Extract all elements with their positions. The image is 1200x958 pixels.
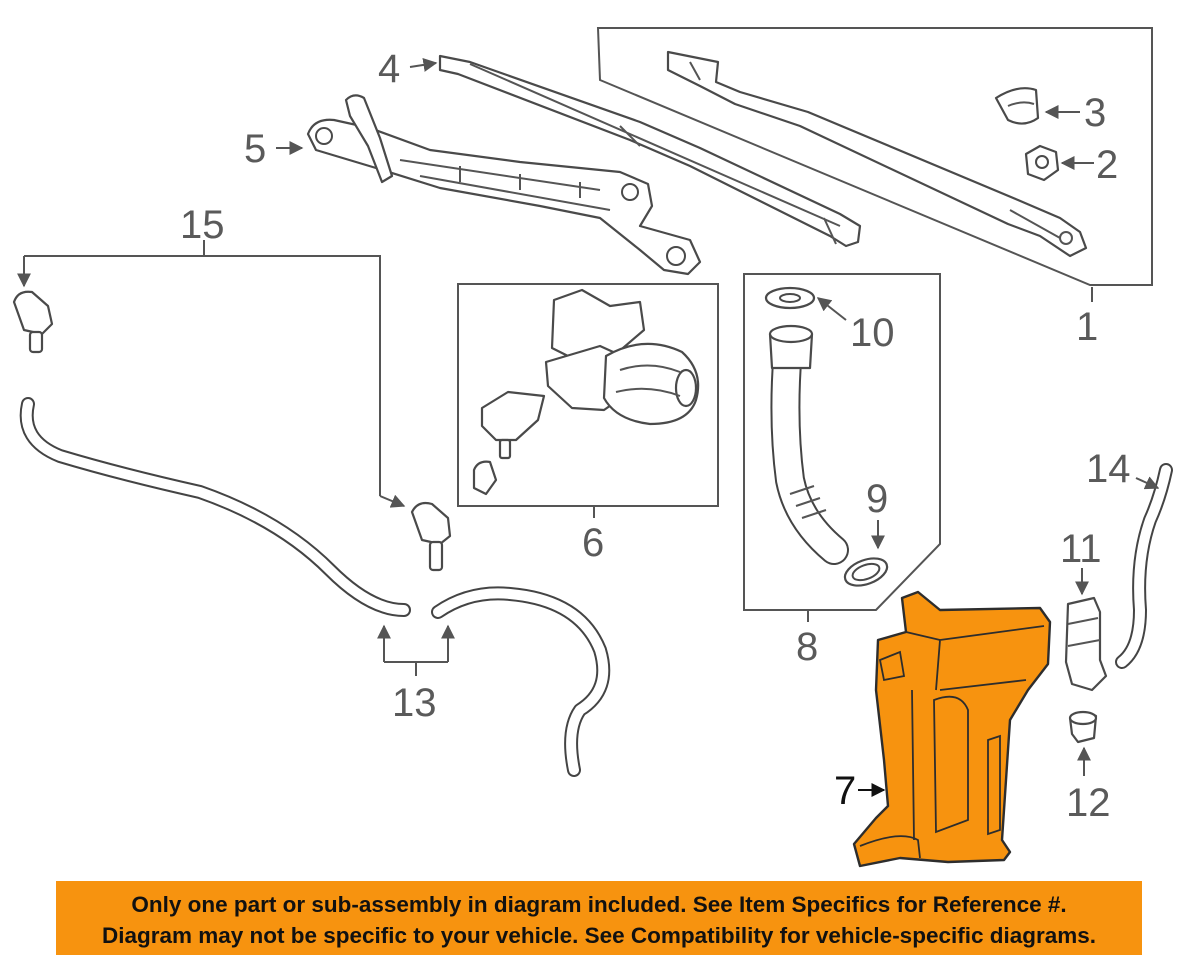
callout-12: 12 [1066, 781, 1111, 825]
motor-bracket-part [550, 288, 646, 364]
reservoir-detail-1 [905, 625, 1045, 841]
cap-seal-inner [779, 293, 801, 303]
reservoir-detail-2 [859, 650, 1001, 859]
nozzle-left-stem [28, 330, 44, 354]
callout-5: 5 [244, 127, 266, 171]
wiper-motor-group [457, 283, 719, 518]
washer-reservoir-part [852, 590, 1052, 868]
callout-13: 13 [392, 681, 437, 725]
nut-hole [1035, 155, 1049, 169]
linkage-frame-part [306, 118, 702, 276]
washer-pump-part [1064, 596, 1108, 692]
wiper-blade-group [409, 54, 862, 248]
callout-4: 4 [378, 47, 400, 91]
linkage-pivot-1 [315, 127, 333, 145]
disclaimer-line-2: Diagram may not be specific to your vehi… [101, 923, 1097, 948]
grommet-12-top [1068, 710, 1098, 726]
wiper-cap-detail [1007, 101, 1035, 107]
leader-14 [1135, 476, 1160, 490]
washer-hose-group [19, 397, 611, 777]
grommet-12-group [1068, 710, 1098, 776]
motor-detail [615, 364, 681, 397]
nozzle-right-part [410, 501, 452, 546]
washer-pump-detail [1067, 617, 1101, 647]
motor-housing-part [602, 342, 700, 426]
wiper-linkage-group [276, 94, 702, 276]
callout-15: 15 [180, 203, 225, 247]
callout-14: 14 [1086, 447, 1131, 491]
connector-pin [498, 438, 512, 460]
motor-endcap [674, 368, 698, 408]
wiper-arm-detail [689, 61, 1074, 245]
hose-left-inner [21, 399, 409, 615]
callout-10: 10 [850, 311, 895, 355]
nozzle-left-part [12, 290, 54, 336]
washer-pump-group [1064, 568, 1108, 692]
cap-seal-part [764, 286, 816, 310]
leader-10 [816, 297, 847, 321]
filler-neck-inner [772, 335, 847, 563]
pump-hose-group [1115, 463, 1173, 669]
callout-8: 8 [796, 625, 818, 669]
callout-3: 3 [1084, 91, 1106, 135]
callout-6: 6 [582, 521, 604, 565]
wiper-blade-detail [469, 63, 841, 245]
hose-right-inner [433, 588, 609, 775]
callout-7: 7 [834, 769, 856, 813]
callout-11: 11 [1060, 527, 1102, 571]
washer-nozzle-group [12, 240, 452, 572]
linkage-arm-part [344, 94, 394, 184]
leader-15-right [379, 494, 406, 508]
filler-neck-group [743, 273, 941, 622]
connector-part [480, 390, 546, 442]
hose-left-outline [19, 397, 411, 617]
washer-reservoir-group [852, 590, 1052, 868]
linkage-pivot-2 [666, 246, 686, 266]
wiper-blade-part [438, 54, 862, 248]
disclaimer-banner: Only one part or sub-assembly in diagram… [56, 881, 1142, 955]
wiper-arm-part [666, 50, 1088, 258]
callout-9: 9 [866, 477, 888, 521]
nut-part [1024, 144, 1060, 182]
callout-2: 2 [1096, 143, 1118, 187]
wiper-cap-part [994, 87, 1040, 125]
leader-4 [409, 57, 438, 72]
filler-neck-mouth [768, 324, 814, 344]
o-ring-inner [851, 562, 881, 582]
nozzle-right-stem [428, 540, 444, 572]
disclaimer-line-1: Only one part or sub-assembly in diagram… [131, 892, 1067, 917]
wiper-arm-group [596, 27, 1153, 302]
linkage-pivot-3 [621, 183, 639, 201]
filler-neck-ribs [789, 485, 827, 519]
pump-hose-inner [1117, 465, 1171, 667]
linkage-detail [399, 159, 611, 211]
grommet-part [472, 460, 498, 496]
callout-1: 1 [1076, 305, 1098, 349]
bracket-15 [24, 255, 381, 496]
